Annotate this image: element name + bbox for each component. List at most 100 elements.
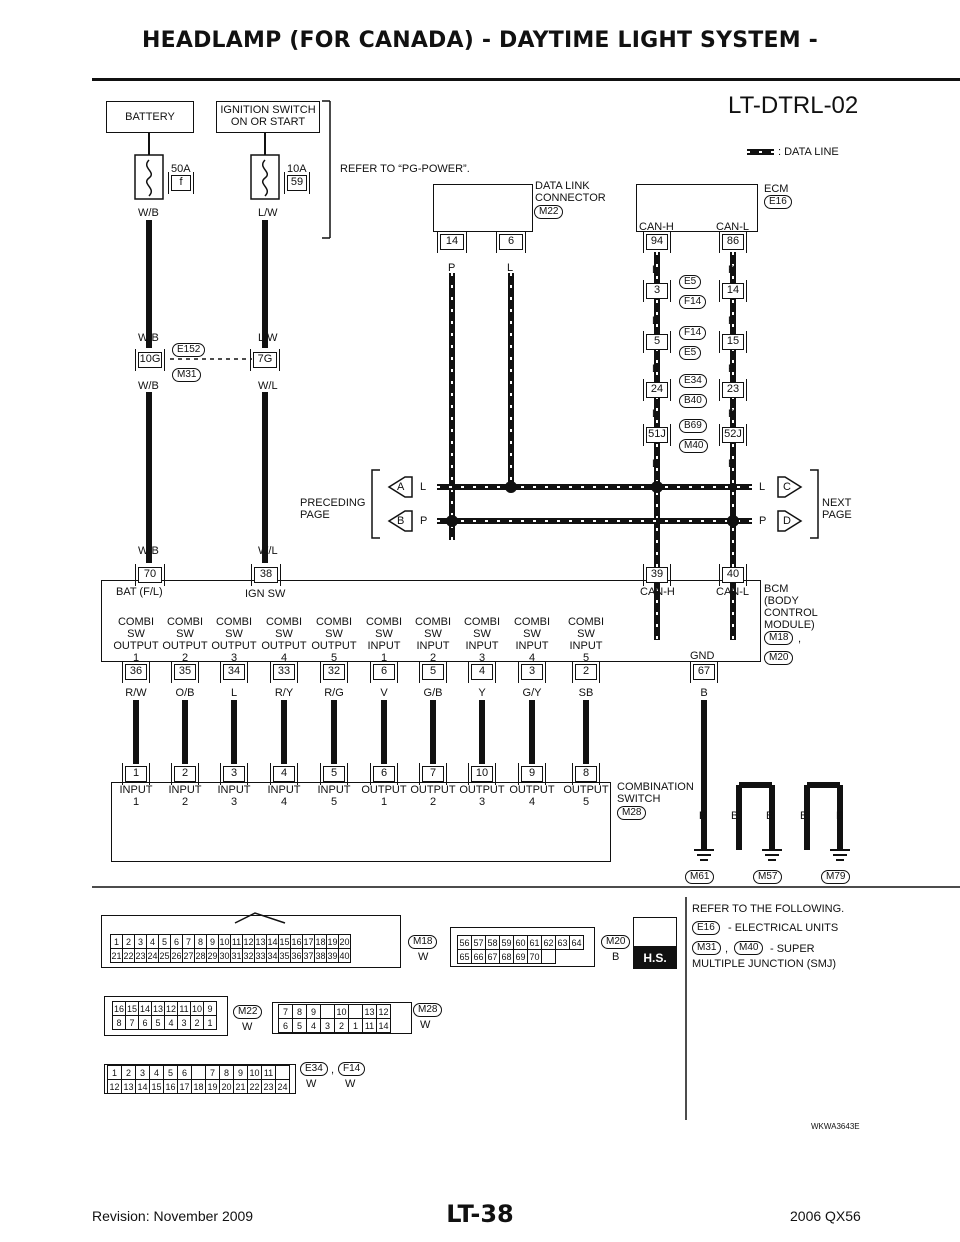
bcm-terminal-pin-9: 2 [572,661,600,683]
bcm-bat-label: BAT (F/L) [116,586,163,598]
refer-pg-label: REFER TO “PG-POWER”. [340,163,470,175]
hs-badge-icon: H.S. [633,947,677,969]
arrow-b-label: B [397,515,405,527]
arrow-a-label: A [397,481,405,493]
bcm-terminal-pin-7: 4 [468,661,496,683]
hs-connector-icon [633,917,677,947]
ground-m79-tag: M79 [821,870,851,884]
bcm-terminal-wire-2: L [230,687,238,699]
ground-m61-tag: M61 [685,870,715,884]
chain-pin-right-0: 14 [719,280,747,302]
joint-pin-10g: 10G [135,349,165,371]
combi-switch-pin-6: 7 [419,763,447,785]
splice-l-can-h [651,481,663,493]
arrow-d [777,510,803,532]
fuse-50a-rating: 50A [171,163,191,175]
bcm-terminal-wire-1: O/B [175,687,195,699]
m22-housing [104,996,228,1036]
chain-wire-p-0: P [728,264,736,276]
e34-housing [104,1064,296,1094]
diagram-code: LT-DTRL-02 [728,92,859,119]
ground-wire-b-1: B [731,810,739,822]
dlc-wire-l: L [507,262,514,274]
bcm-terminal-pin-8: 3 [518,661,546,683]
bcm-terminal-pin-5: 6 [370,661,398,683]
connector-m22-tag: M22 [534,205,564,219]
bcm-pin-70: 70 [135,564,165,586]
gnd-wire-b: B [700,687,708,699]
m18-housing [101,915,401,968]
bcm-terminal-wire-7: Y [478,687,486,699]
bcm-can-l-label: CAN-L [716,586,750,598]
connector-m20-tag: M20 [764,651,794,665]
connector-e16-tag: E16 [764,195,792,209]
arrow-d-label: D [783,515,791,527]
ecm-can-h-label: CAN-H [639,221,674,233]
bcm-terminal-pin-3: 33 [270,661,298,683]
bcm-ign-label: IGN SW [245,588,286,600]
m20-face-tag: M20 [601,935,631,949]
page-title: HEADLAMP (FOR CANADA) - DAYTIME LIGHT SY… [142,28,818,53]
next-bracket [810,469,819,539]
chain-wire-l-3: L [652,408,659,420]
connector-m18-tag: M18 [764,631,794,645]
bus-l-left: L [420,481,427,493]
chain-pin-left-3: 51J [643,424,671,446]
preceding-bracket [371,469,380,539]
bcm-terminal-wire-8: G/Y [522,687,542,699]
refer-m40-tag: M40 [734,941,764,955]
dlc-wire-p: P [448,262,456,274]
combi-switch-pin-2: 3 [220,763,248,785]
page-number: LT-38 [446,1200,514,1228]
chain-connector-bottom-1: E5 [679,346,702,360]
chain-pin-left-1: 5 [643,331,671,353]
chain-pin-right-2: 23 [719,379,747,401]
combi-switch-pin-7: 10 [468,763,496,785]
bcm-terminal-pin-0: 36 [122,661,150,683]
bcm-terminal-wire-0: R/W [125,687,147,699]
combi-switch-pin-3: 4 [270,763,298,785]
e34-comma: , [331,1064,335,1076]
fuse-10a-icon [262,159,268,197]
m28-housing [272,1002,412,1034]
splice-l-dlc [505,481,517,493]
joint-connector-m31: M31 [172,368,202,382]
arrow-c [777,476,803,498]
dlc-pin-14: 14 [437,231,467,253]
wire-wl-low: W/L [258,380,278,392]
combi-switch-pin-1: 2 [171,763,199,785]
chain-wire-p-2: P [728,363,736,375]
m22-color: W [242,1021,253,1033]
ecm-label: ECM [764,183,789,195]
chain-connector-bottom-0: F14 [679,295,707,309]
bcm-comma: , [798,633,802,645]
bcm-terminal-wire-5: V [380,687,388,699]
splice-p-can-l [727,515,739,527]
wire-lw-mid: L/W [258,332,278,344]
m20-color: B [612,951,620,963]
fuse-10a-number: 59 [284,172,310,194]
chain-pin-left-2: 24 [643,379,671,401]
chain-connector-top-1: F14 [679,326,707,340]
bus-p-right: P [759,515,767,527]
ecm-pin-86: 86 [719,231,747,253]
bcm-pin-67: 67 [690,661,718,683]
data-link-connector-box [433,184,533,232]
chain-connector-top-0: E5 [679,275,702,289]
